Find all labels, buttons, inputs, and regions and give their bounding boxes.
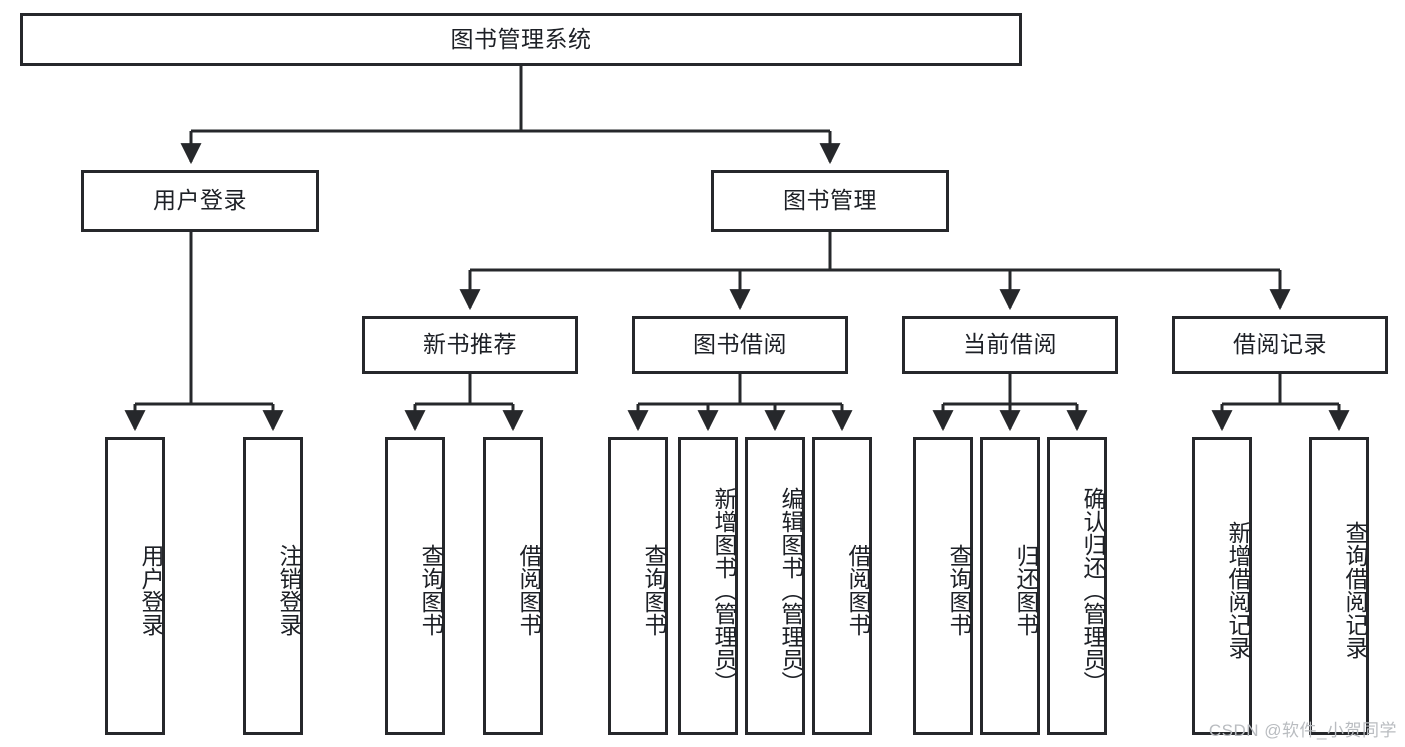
node-leaf-borrow-book-1[interactable]: 借阅图书 [483, 437, 543, 735]
node-new-book-recommend[interactable]: 新书推荐 [362, 316, 578, 374]
node-book-management-label: 图书管理 [783, 187, 877, 214]
node-leaf-add-book-label: 新增图书（管理员） [711, 486, 737, 694]
node-borrow-record-label: 借阅记录 [1233, 331, 1327, 358]
node-leaf-edit-book-label: 编辑图书（管理员） [778, 486, 804, 694]
node-leaf-query-book-3-label: 查询图书 [946, 544, 972, 636]
node-root[interactable]: 图书管理系统 [20, 13, 1022, 66]
node-leaf-query-book-2-label: 查询图书 [641, 544, 667, 636]
node-root-label: 图书管理系统 [450, 25, 592, 52]
node-leaf-query-book-1-label: 查询图书 [418, 544, 444, 636]
node-book-borrow-label: 图书借阅 [693, 331, 787, 358]
node-current-borrow[interactable]: 当前借阅 [902, 316, 1118, 374]
node-leaf-confirm-return-label: 确认归还（管理员） [1080, 486, 1106, 694]
node-leaf-query-book-1[interactable]: 查询图书 [385, 437, 445, 735]
node-user-login-label: 用户登录 [153, 187, 247, 214]
node-leaf-user-login[interactable]: 用户登录 [105, 437, 165, 735]
node-user-login[interactable]: 用户登录 [81, 170, 319, 232]
node-leaf-borrow-book-2-label: 借阅图书 [845, 544, 871, 636]
node-leaf-add-book[interactable]: 新增图书（管理员） [678, 437, 738, 735]
csdn-watermark: CSDN @软件_小贺同学 [1208, 721, 1397, 740]
node-leaf-query-book-3[interactable]: 查询图书 [913, 437, 973, 735]
node-leaf-add-borrow-record-label: 新增借阅记录 [1225, 521, 1251, 659]
node-leaf-user-login-label: 用户登录 [138, 544, 164, 636]
node-leaf-logout-login-label: 注销登录 [276, 544, 302, 636]
node-leaf-add-borrow-record[interactable]: 新增借阅记录 [1192, 437, 1252, 735]
node-leaf-borrow-book-1-label: 借阅图书 [516, 544, 542, 636]
node-borrow-record[interactable]: 借阅记录 [1172, 316, 1388, 374]
node-leaf-borrow-book-2[interactable]: 借阅图书 [812, 437, 872, 735]
node-leaf-query-borrow-record[interactable]: 查询借阅记录 [1309, 437, 1369, 735]
node-book-management[interactable]: 图书管理 [711, 170, 949, 232]
node-leaf-edit-book[interactable]: 编辑图书（管理员） [745, 437, 805, 735]
node-leaf-logout-login[interactable]: 注销登录 [243, 437, 303, 735]
node-leaf-query-borrow-record-label: 查询借阅记录 [1342, 521, 1368, 659]
node-leaf-return-book-label: 归还图书 [1013, 544, 1039, 636]
node-leaf-query-book-2[interactable]: 查询图书 [608, 437, 668, 735]
node-current-borrow-label: 当前借阅 [963, 331, 1057, 358]
node-book-borrow[interactable]: 图书借阅 [632, 316, 848, 374]
node-leaf-return-book[interactable]: 归还图书 [980, 437, 1040, 735]
node-leaf-confirm-return[interactable]: 确认归还（管理员） [1047, 437, 1107, 735]
node-new-book-recommend-label: 新书推荐 [423, 331, 517, 358]
